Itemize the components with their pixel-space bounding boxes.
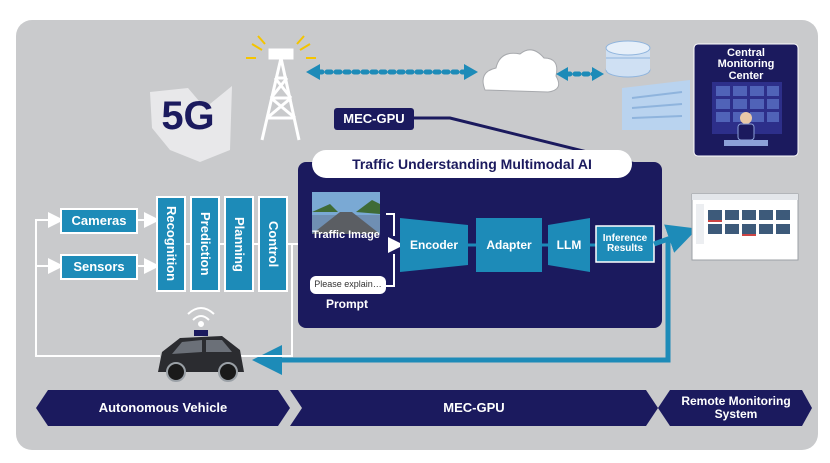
loop-return-line (35, 212, 160, 357)
bottom-label-autonomous-vehicle: Autonomous Vehicle (98, 400, 228, 416)
image-to-encoder-line (386, 213, 395, 236)
mec-gpu-tag: MEC-GPU (334, 108, 414, 130)
dashboard-thumbnail (691, 193, 799, 261)
vehicle-feedback-loop (238, 244, 293, 357)
bottom-label-remote-monitoring: Remote Monitoring System (681, 394, 791, 421)
central-monitoring-center (693, 43, 799, 157)
cameras-box: Cameras (60, 208, 138, 234)
llm-block (548, 218, 590, 272)
5g-label: 5G (161, 94, 215, 138)
bottom-segment-mec-gpu (290, 390, 658, 426)
prompt-placeholder: Please explain… (314, 279, 382, 290)
llm-label: LLM (556, 237, 582, 252)
traffic-image-thumbnail (312, 192, 380, 234)
inference-results-label: Inference Results (602, 232, 648, 254)
central-monitoring-title: Central Monitoring Center (717, 46, 775, 82)
cloud-icon (482, 49, 560, 93)
feedback-path (252, 238, 671, 375)
sensors-box: Sensors (60, 254, 138, 280)
5g-logo-icon (150, 86, 232, 162)
datacenter-icon (605, 40, 690, 130)
prompt-label: Prompt (326, 296, 368, 311)
traffic-image-label: Traffic Image (312, 229, 380, 242)
inference-results-block (595, 225, 655, 263)
bottom-label-mec-gpu: MEC-GPU (443, 400, 505, 416)
control-stage: Control (258, 196, 288, 292)
encoder-block (400, 218, 468, 272)
encoder-label: Encoder (409, 237, 458, 252)
planning-stage: Planning (224, 196, 254, 292)
ai-panel-title: Traffic Understanding Multimodal AI (312, 150, 632, 178)
recognition-stage: Recognition (156, 196, 186, 292)
tower-cloud-link (306, 64, 478, 80)
radio-tower-icon (260, 48, 301, 141)
bottom-segment-autonomous-vehicle (36, 390, 290, 426)
prompt-to-encoder-line (386, 254, 395, 287)
adapter-block (476, 218, 542, 272)
cloud-datacenter-link (556, 67, 604, 81)
bottom-segment-remote-monitoring (658, 390, 812, 426)
prediction-stage: Prediction (190, 196, 220, 292)
adapter-label: Adapter (486, 237, 532, 252)
car-icon (158, 330, 244, 382)
prompt-bubble (310, 276, 386, 294)
wifi-icon (187, 307, 215, 327)
signal-spark-icon (246, 35, 316, 59)
results-to-dashboard-arrow (653, 224, 698, 253)
